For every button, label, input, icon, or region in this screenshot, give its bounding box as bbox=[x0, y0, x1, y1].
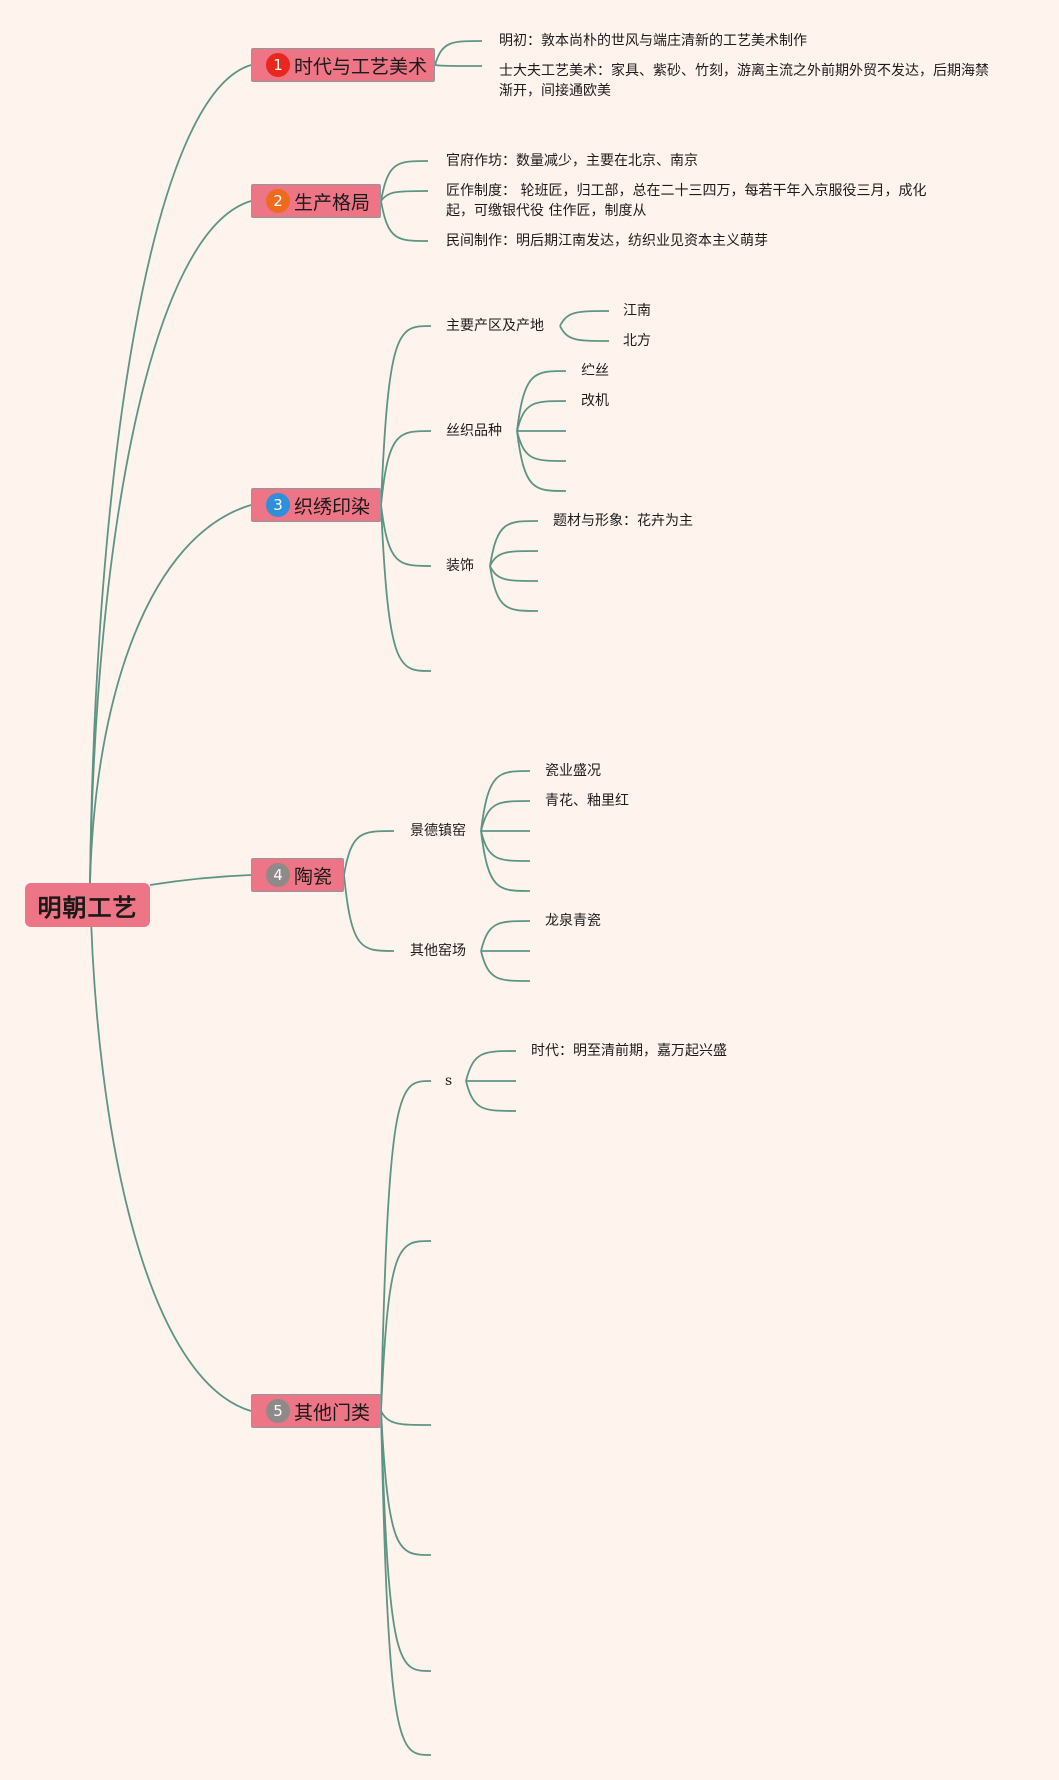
leaf-node[interactable]: 瓷业盛况 bbox=[545, 763, 601, 779]
connector-line bbox=[480, 830, 531, 892]
connector-line bbox=[489, 550, 539, 567]
connector-line bbox=[380, 1240, 432, 1412]
connector-line bbox=[149, 874, 252, 886]
connector-line bbox=[380, 190, 429, 202]
connector-line bbox=[89, 504, 252, 884]
connector-line bbox=[516, 430, 567, 492]
connector-line bbox=[480, 770, 531, 832]
connector-line bbox=[380, 1410, 432, 1756]
subtopic-node[interactable]: 士大夫工艺美术：家具、紫砂、竹刻，游离主流之外前期外贸不发达，后期海禁渐开，间接… bbox=[499, 63, 989, 99]
topic-node-4[interactable]: 4 陶瓷 bbox=[251, 858, 344, 892]
subtopic-node[interactable]: 明初：敦本尚朴的世风与端庄清新的工艺美术制作 bbox=[499, 33, 807, 49]
connector-line bbox=[89, 200, 252, 884]
connector-line bbox=[465, 1080, 517, 1112]
topic-label: 织绣印染 bbox=[294, 495, 371, 518]
leaf-node[interactable]: 时代：明至清前期，嘉万起兴盛 bbox=[531, 1043, 727, 1059]
connector-line bbox=[380, 200, 429, 242]
leaf-node[interactable]: 北方 bbox=[623, 333, 651, 349]
priority-5-icon: 5 bbox=[266, 1399, 290, 1423]
priority-2-icon: 2 bbox=[266, 189, 290, 213]
topic-node-5[interactable]: 5 其他门类 bbox=[251, 1394, 381, 1428]
connector-line bbox=[380, 1410, 432, 1426]
connector-line bbox=[516, 400, 567, 432]
subtopic-node[interactable]: 匠作制度： 轮班匠，归工部，总在二十三四万，每若干年入京服役三月，成化起，可缴银… bbox=[446, 183, 927, 219]
connector-line bbox=[480, 800, 531, 832]
subtopic-node[interactable]: 官府作坊：数量减少，主要在北京、南京 bbox=[446, 153, 698, 169]
connector-line bbox=[434, 64, 483, 67]
connector-line bbox=[516, 430, 567, 462]
subtopic-node[interactable]: 装饰 bbox=[446, 558, 474, 574]
connector-line bbox=[380, 1410, 432, 1556]
leaf-node[interactable]: 纻丝 bbox=[581, 363, 609, 379]
connector-line bbox=[380, 1080, 432, 1412]
connector-line bbox=[516, 370, 567, 432]
leaf-node[interactable]: 江南 bbox=[623, 303, 651, 319]
leaf-node[interactable]: 龙泉青瓷 bbox=[545, 913, 601, 929]
connector-line bbox=[343, 830, 395, 876]
connector-line bbox=[559, 310, 610, 327]
connector-line bbox=[480, 830, 531, 862]
priority-4-icon: 4 bbox=[266, 863, 290, 887]
connector-line bbox=[480, 920, 531, 952]
connector-line bbox=[343, 874, 395, 952]
connector-line bbox=[380, 160, 429, 202]
connector-line bbox=[380, 430, 432, 506]
connector-line bbox=[559, 325, 610, 342]
topic-node-2[interactable]: 2 生产格局 bbox=[251, 184, 381, 218]
topic-label: 时代与工艺美术 bbox=[294, 55, 428, 78]
connector-line bbox=[380, 325, 432, 506]
subtopic-node[interactable]: 景德镇窑 bbox=[410, 823, 466, 839]
priority-3-icon: 3 bbox=[266, 493, 290, 517]
connector-line bbox=[380, 504, 432, 567]
connector-line bbox=[480, 950, 531, 982]
topic-label: 生产格局 bbox=[294, 191, 371, 214]
topic-label: 其他门类 bbox=[294, 1401, 371, 1424]
topic-node-3[interactable]: 3 织绣印染 bbox=[251, 488, 381, 522]
leaf-node[interactable]: 改机 bbox=[581, 393, 609, 409]
topic-node-1[interactable]: 1 时代与工艺美术 bbox=[251, 48, 435, 82]
connector-line bbox=[489, 520, 539, 567]
connector-line bbox=[89, 64, 252, 884]
topic-label: 陶瓷 bbox=[294, 865, 333, 888]
connector-line bbox=[489, 565, 539, 582]
connector-line bbox=[380, 504, 432, 672]
connector-line bbox=[465, 1050, 517, 1082]
subtopic-node[interactable]: 民间制作：明后期江南发达，纺织业见资本主义萌芽 bbox=[446, 233, 768, 249]
priority-1-icon: 1 bbox=[266, 53, 290, 77]
leaf-node[interactable]: 题材与形象：花卉为主 bbox=[553, 513, 693, 529]
connector-line bbox=[434, 40, 483, 66]
root-node[interactable]: 明朝工艺 bbox=[25, 883, 150, 927]
subtopic-node[interactable]: 丝织品种 bbox=[446, 423, 502, 439]
subtopic-node[interactable]: 主要产区及产地 bbox=[446, 318, 544, 334]
leaf-node[interactable]: 青花、釉里红 bbox=[545, 793, 629, 809]
connector-line bbox=[89, 882, 252, 1412]
connector-line bbox=[489, 565, 539, 612]
subtopic-node[interactable]: s bbox=[445, 1073, 453, 1089]
subtopic-node[interactable]: 其他窑场 bbox=[410, 943, 466, 959]
